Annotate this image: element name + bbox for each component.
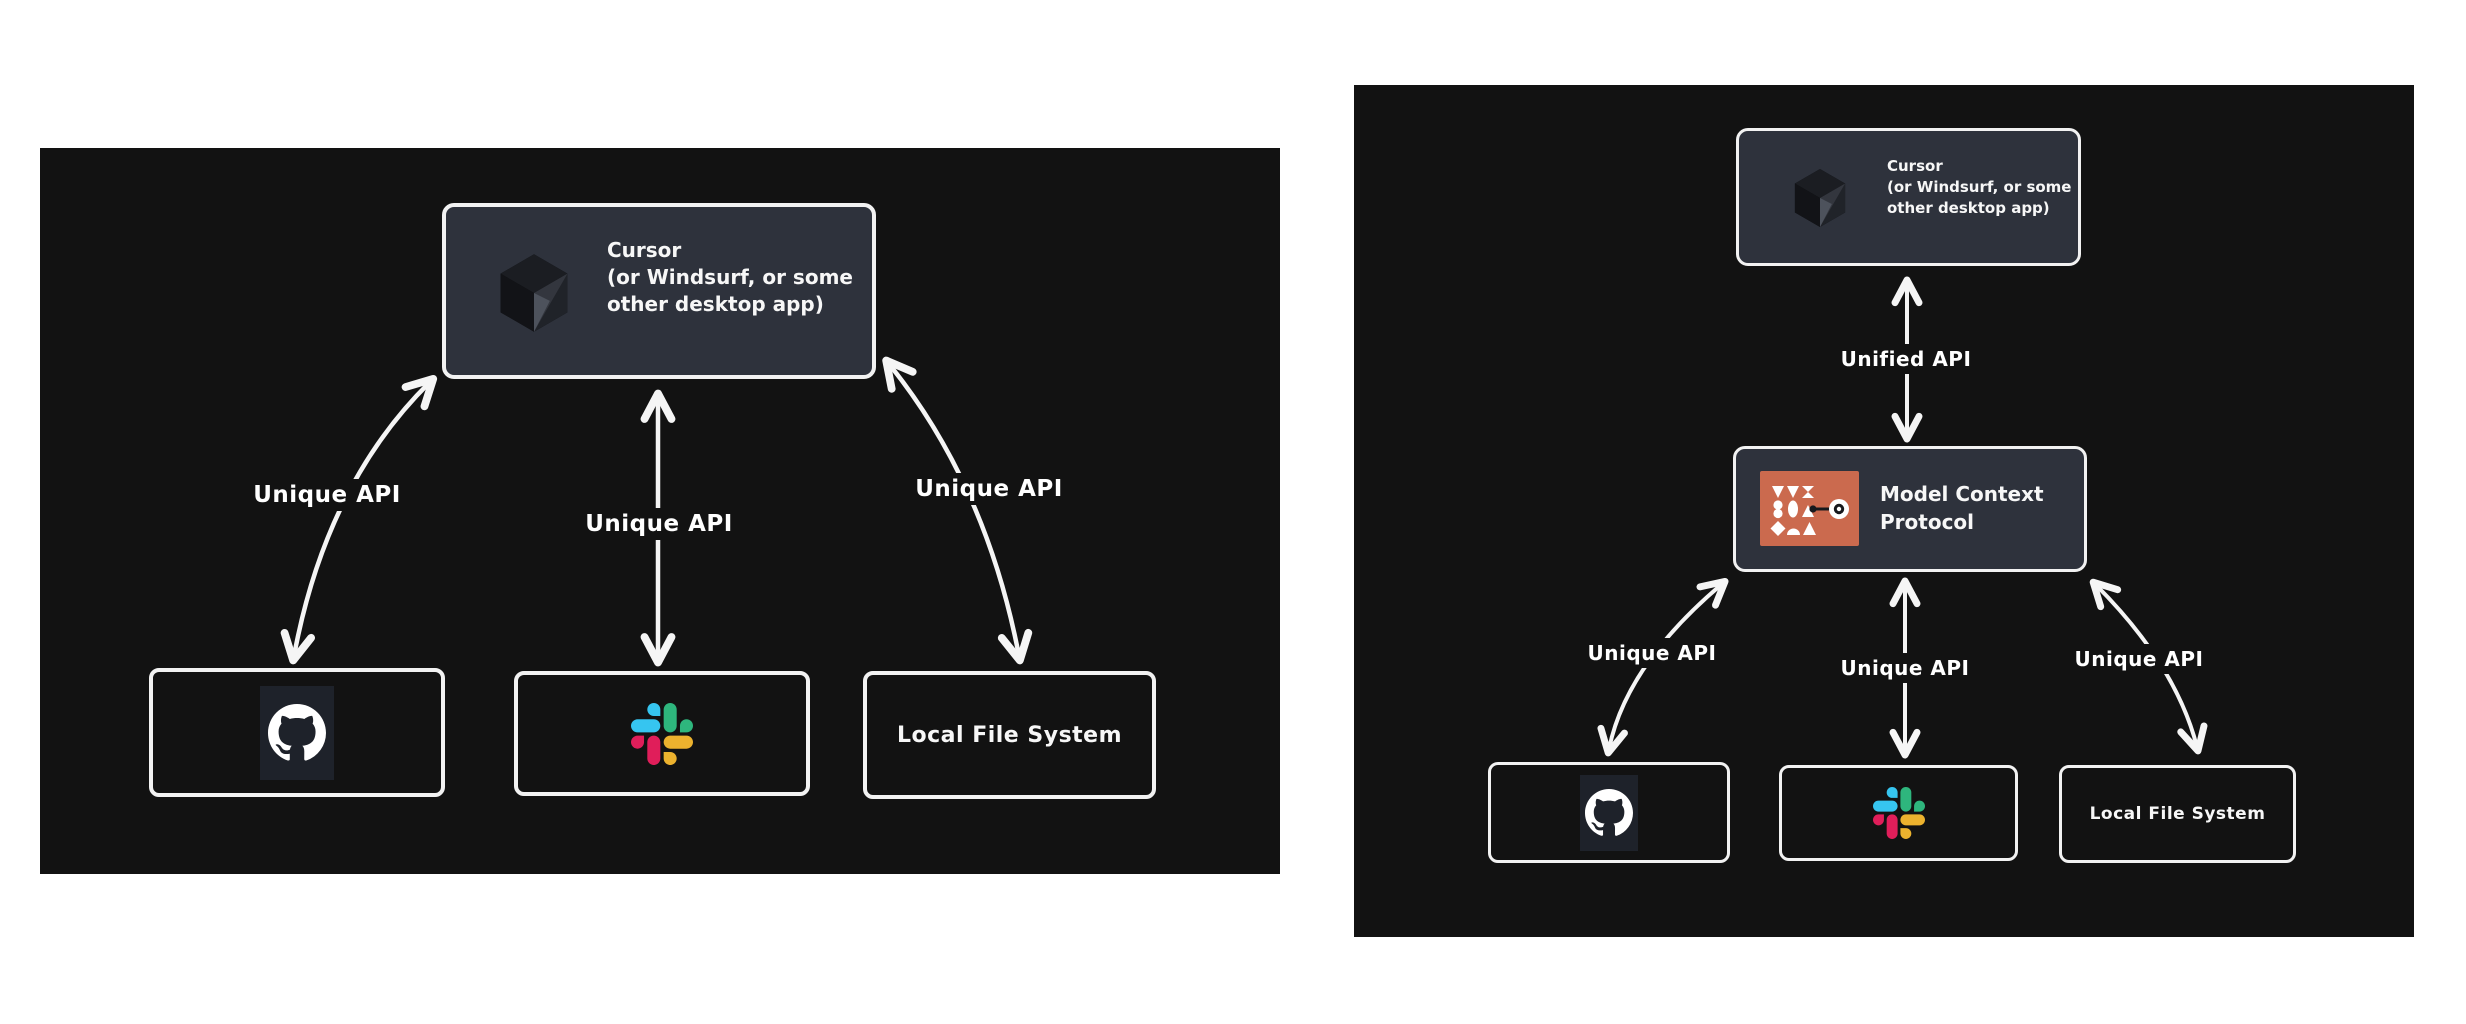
github-box: [1488, 762, 1730, 863]
github-octocat-icon: [1585, 788, 1633, 837]
left-diagram-panel: Cursor (or Windsurf, or some other deskt…: [40, 148, 1280, 874]
cursor-box: Cursor (or Windsurf, or some other deskt…: [442, 203, 876, 379]
right-diagram-panel: Cursor (or Windsurf, or some other deskt…: [1354, 85, 2414, 937]
unified-api-label: Unified API: [1830, 344, 1982, 374]
cursor-box-subtitle-1: (or Windsurf, or some: [607, 265, 853, 289]
cursor-box-subtitle-2: other desktop app): [607, 292, 824, 316]
cursor-box: Cursor (or Windsurf, or some other deskt…: [1736, 128, 2081, 266]
github-octocat-icon: [268, 703, 326, 762]
slack-box: [1779, 765, 2018, 861]
cursor-box-subtitle-1: (or Windsurf, or some: [1887, 178, 2072, 196]
local-file-system-label: Local File System: [896, 722, 1123, 748]
unique-api-label-left: Unique API: [1577, 638, 1727, 668]
local-file-system-box: Local File System: [2059, 765, 2296, 863]
cursor-cube-icon: [1787, 165, 1853, 231]
unique-api-label-middle: Unique API: [1830, 653, 1980, 683]
local-file-system-box: Local File System: [863, 671, 1156, 799]
model-context-protocol-box: Model Context Protocol: [1733, 446, 2087, 572]
cursor-box-title: Cursor: [1887, 157, 1943, 175]
unique-api-label-right: Unique API: [905, 473, 1073, 505]
github-tile: [260, 685, 334, 780]
unique-api-label-middle: Unique API: [575, 508, 743, 540]
cursor-cube-icon: [490, 249, 578, 337]
local-file-system-label: Local File System: [2089, 804, 2266, 824]
mcp-box-title-line-1: Model Context: [1880, 482, 2044, 506]
mcp-box-title-line-2: Protocol: [1880, 510, 1975, 534]
mcp-shapes-icon: [1760, 471, 1859, 546]
github-tile: [1580, 774, 1638, 851]
cursor-box-subtitle-2: other desktop app): [1887, 199, 2050, 217]
cursor-box-title: Cursor: [607, 238, 682, 262]
slack-icon: [631, 702, 693, 765]
unique-api-label-left: Unique API: [243, 479, 411, 511]
unique-api-label-right: Unique API: [2064, 644, 2214, 674]
slack-icon: [1872, 787, 1925, 839]
github-box: [149, 668, 445, 797]
slack-box: [514, 671, 810, 796]
arrow-cursor-github: [280, 374, 438, 665]
arrow-cursor-lfs: [882, 356, 1033, 665]
